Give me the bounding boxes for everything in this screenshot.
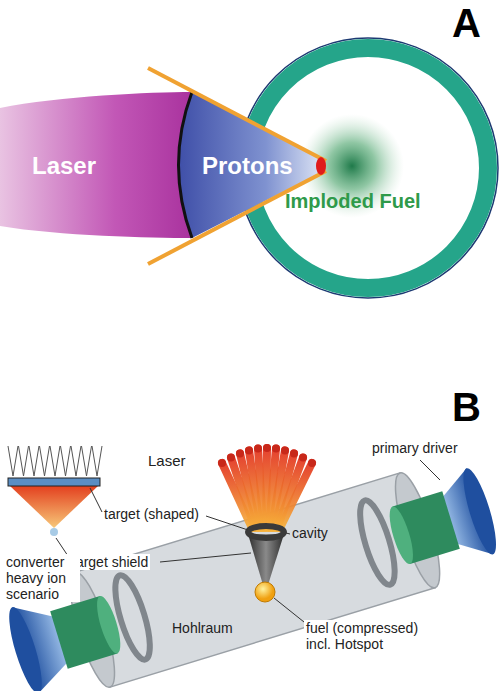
region-label: Protons: [202, 152, 293, 180]
inset-beam: [50, 446, 60, 476]
converter-face: [385, 504, 418, 566]
laser-beam: [0, 92, 192, 238]
panel-letter: B: [452, 384, 481, 430]
converter-face: [92, 594, 125, 656]
inset-beam: [71, 446, 81, 476]
proton-foil: [179, 92, 193, 238]
inset-beams: [8, 446, 102, 476]
leader-line: [286, 533, 290, 534]
target-inset: [8, 446, 102, 536]
part-label: fuel (compressed) incl. Hotspot: [304, 620, 430, 652]
inset-plasma: [10, 486, 98, 528]
beam-end: [227, 454, 235, 462]
beam-end: [299, 454, 307, 462]
target-shield: [248, 534, 284, 585]
inset-target: [8, 478, 100, 486]
leader-line: [160, 553, 251, 562]
proton-region: Protons: [198, 150, 297, 182]
panel-letter: A: [452, 0, 481, 46]
beam-end: [218, 459, 226, 467]
beam-end: [290, 449, 298, 457]
cone-wall: [148, 171, 326, 264]
beam-end: [263, 444, 271, 452]
laser-bundle: [218, 444, 316, 528]
laser-beam-tube: [280, 463, 312, 528]
inset-beam: [8, 446, 18, 476]
region-label: Laser: [32, 152, 97, 180]
part-label: Imploded Fuel: [285, 190, 421, 213]
inset-fuel: [50, 528, 58, 536]
leader-lines: [56, 460, 440, 622]
proton-beam: [179, 92, 325, 238]
leader-line: [274, 598, 304, 622]
inset-beam: [40, 446, 50, 476]
part-label: Hohlraum: [172, 620, 233, 636]
leader-line: [420, 460, 440, 480]
cavity-ring: [248, 526, 284, 538]
beam-end: [308, 459, 316, 467]
beam-end: [236, 449, 244, 457]
beam-end: [245, 446, 253, 454]
part-label: Laser: [148, 452, 186, 469]
cone-wall: [148, 68, 326, 161]
inset-beam: [19, 446, 29, 476]
driver-cone-end: [3, 604, 48, 691]
part-label: primary driver: [372, 440, 458, 456]
leader-line: [206, 516, 248, 530]
beam-end: [281, 446, 289, 454]
panel-a-art: [0, 38, 498, 298]
part-label: target (shaped): [104, 506, 199, 522]
laser-region: Laser: [28, 150, 101, 182]
ignition-spot: [316, 157, 326, 175]
part-label: cavity: [292, 525, 328, 541]
driver-cone-end: [457, 465, 500, 557]
inset-beam: [92, 446, 102, 476]
inset-beam: [29, 446, 39, 476]
beam-end: [272, 445, 280, 453]
hohlraum-assembly: [0, 451, 500, 691]
part-label: target shield: [70, 554, 150, 570]
inset-beam: [82, 446, 92, 476]
fuel-capsule: [255, 582, 275, 602]
leader-line: [90, 488, 102, 512]
inset-beam: [61, 446, 71, 476]
beam-end: [254, 445, 262, 453]
part-label: converter heavy ion scenario: [4, 554, 80, 602]
